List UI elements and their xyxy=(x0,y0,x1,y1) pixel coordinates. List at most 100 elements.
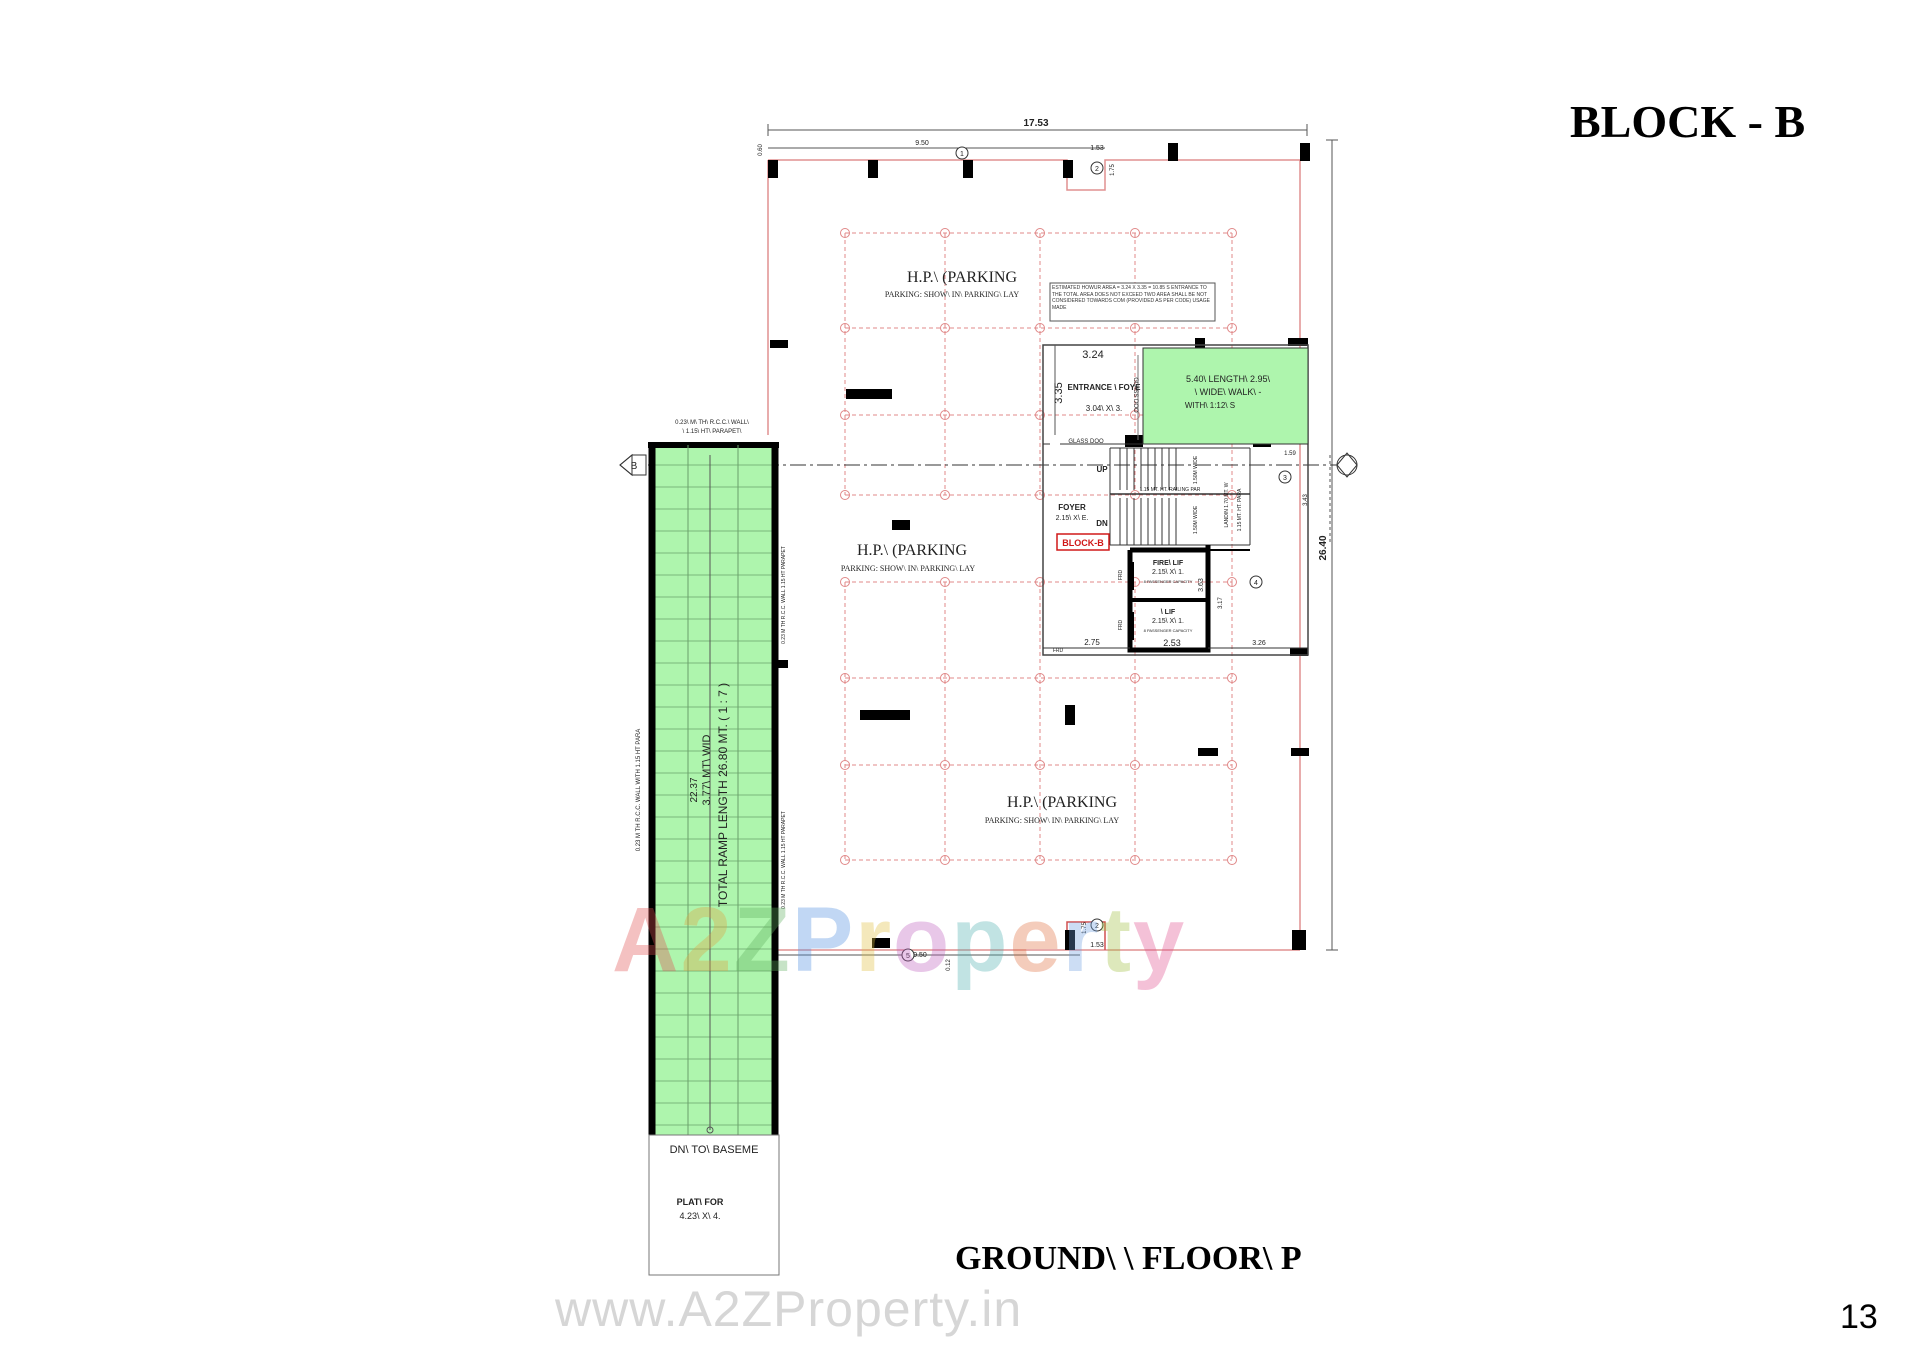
watermark-url: www.A2ZProperty.in xyxy=(555,1281,1023,1337)
grid-bubble xyxy=(1035,410,1045,420)
grid-bubble xyxy=(1130,323,1140,333)
grid-bubble xyxy=(840,490,850,500)
fire-lift-capacity: 8 PASSENGER CAPACITY xyxy=(1144,579,1193,584)
walk-line-1: 5.40\ LENGTH\ 2.95\ xyxy=(1186,374,1271,384)
grid-bubble xyxy=(840,228,850,238)
entrance-size: 3.04\ X\ 3. xyxy=(1086,404,1122,413)
fire-lift-label: FIRE\ LIF xyxy=(1153,560,1184,567)
ramp xyxy=(648,442,780,1276)
parking-label-2: H.P.\ (PARKING xyxy=(857,542,968,559)
lift-capacity: 8 PASSENGER CAPACITY xyxy=(1144,628,1193,633)
grid-bubble xyxy=(1227,577,1237,587)
lift-size: 2.15\ X\ 1. xyxy=(1152,618,1184,625)
dim-entrance-h: 3.35 xyxy=(1053,382,1065,403)
grid-bubble xyxy=(1227,490,1237,500)
grid-bubble xyxy=(940,228,950,238)
grid-bubble xyxy=(1035,760,1045,770)
watermark-letter: y xyxy=(1133,889,1187,991)
ramp-side-note: 0.23 M TH R.C.C. WALL WITH 1.15 HT PARA xyxy=(636,729,642,852)
grid-bubble xyxy=(1035,673,1045,683)
structural-grid-lines xyxy=(840,228,1237,865)
dim-bottom-span: 9.50 xyxy=(913,952,927,959)
parking-sub-1: PARKING: SHOW\ IN\ PARKING\ LAY xyxy=(885,290,1019,299)
grid-bubble xyxy=(940,855,950,865)
dim-bottom-small: 0.12 xyxy=(946,959,952,971)
ramp-inner-dim: 22.37 xyxy=(689,777,700,802)
frd-label-2: FRD xyxy=(1118,619,1124,630)
grid-bubble xyxy=(1035,490,1045,500)
grid-markers xyxy=(619,146,1358,962)
core-block xyxy=(1042,344,1309,656)
block-tag: BLOCK-B xyxy=(1062,538,1104,548)
frd-label-1: FRD xyxy=(1118,569,1124,580)
parking-label-1: H.P.\ (PARKING xyxy=(907,269,1018,286)
axis-marker-b: B xyxy=(631,461,638,472)
grid-marker-1: 1 xyxy=(960,151,964,158)
ramp-wall-note-1: 0.23 M TH R.C.C. WALL 1.15 HT PARAPET xyxy=(781,546,787,644)
columns xyxy=(768,143,1310,950)
parapet-note: 1.15 MT. HT. PARA xyxy=(1237,488,1243,531)
walk-line-2: \ WIDE\ WALK\ - xyxy=(1195,387,1262,397)
grid-bubble xyxy=(840,410,850,420)
grid-marker-2: 2 xyxy=(1095,166,1099,173)
grid-marker-3: 3 xyxy=(1283,475,1287,482)
platform-size: 4.23\ X\ 4. xyxy=(679,1211,720,1221)
watermark-letter: p xyxy=(951,889,1010,991)
grid-bubble xyxy=(940,490,950,500)
dim-right-side: 3.43 xyxy=(1303,494,1309,506)
watermark-letter: r xyxy=(1062,889,1101,991)
page-number: 13 xyxy=(1840,1298,1878,1336)
building-outline xyxy=(767,159,1301,951)
dim-top-notch-w: 1.53 xyxy=(1090,145,1104,152)
landing-note: LANDIN 1.70 MT. W xyxy=(1224,482,1230,527)
grid-bubble xyxy=(940,760,950,770)
grid-bubble xyxy=(840,855,850,865)
foyer-size: 2.15\ X\ E. xyxy=(1056,515,1089,522)
block-title: BLOCK - B xyxy=(1570,96,1806,147)
entrance-label: ENTRANCE \ FOYE xyxy=(1068,383,1142,392)
grid-bubble xyxy=(840,323,850,333)
grid-bubble xyxy=(1130,228,1140,238)
railing-note: 1.15 MT. HT. RAILING PAR xyxy=(1140,487,1201,493)
stair-down-label: DN xyxy=(1096,519,1108,528)
grid-bubble xyxy=(1130,760,1140,770)
platform-label: PLAT\ FOR xyxy=(677,1197,724,1207)
stair-wide-1: 1.50M WIDE xyxy=(1193,455,1199,484)
watermark-letter: o xyxy=(893,889,952,991)
dim-top-left-span: 9.50 xyxy=(915,140,929,147)
ramp-top-note-2: \ 1.15\ HT\ PARAPET\ xyxy=(683,429,742,435)
dim-top-small: 0.60 xyxy=(758,144,764,156)
glass-door-vertical: GLASS DOO xyxy=(1132,377,1138,413)
dim-lift-h: 3.63 xyxy=(1198,578,1205,592)
glass-door-horizontal: GLASS DOO xyxy=(1068,439,1104,445)
foyer-label: FOYER xyxy=(1058,503,1086,512)
note-box xyxy=(1049,282,1216,322)
grid-bubble xyxy=(940,323,950,333)
ramp-top-note-1: 0.23\ M\ TH\ R.C.C.\ WALL\ xyxy=(675,420,749,426)
grid-bubble xyxy=(1227,855,1237,865)
dim-core-bottom-left: 2.75 xyxy=(1084,638,1100,647)
grid-marker-5: 5 xyxy=(906,953,910,960)
grid-bubble xyxy=(840,673,850,683)
stair-up-label: UP xyxy=(1096,465,1108,474)
grid-bubble xyxy=(1130,673,1140,683)
fire-lift-size: 2.15\ X\ 1. xyxy=(1152,569,1184,576)
grid-bubble xyxy=(940,410,950,420)
watermark-letter: A xyxy=(612,889,681,991)
ramp-width: 3.77\ MT\ WID xyxy=(701,734,713,805)
dim-right-offset: 1.59 xyxy=(1284,451,1296,457)
dim-core-bottom-mid: 2.53 xyxy=(1163,638,1181,648)
watermark-letter: 2 xyxy=(680,889,734,991)
grid-bubble xyxy=(1227,228,1237,238)
frd-label-3: FRD xyxy=(1053,648,1064,654)
watermark-logo: A2ZProperty xyxy=(612,888,1186,993)
parking-sub-3: PARKING: SHOW\ IN\ PARKING\ LAY xyxy=(985,816,1119,825)
grid-bubble xyxy=(840,760,850,770)
grid-bubble xyxy=(1130,855,1140,865)
grid-bubble xyxy=(1035,855,1045,865)
grid-bubble xyxy=(1227,323,1237,333)
watermark-letter: Z xyxy=(733,889,792,991)
watermark-letter: r xyxy=(855,889,894,991)
grid-bubble xyxy=(1035,228,1045,238)
